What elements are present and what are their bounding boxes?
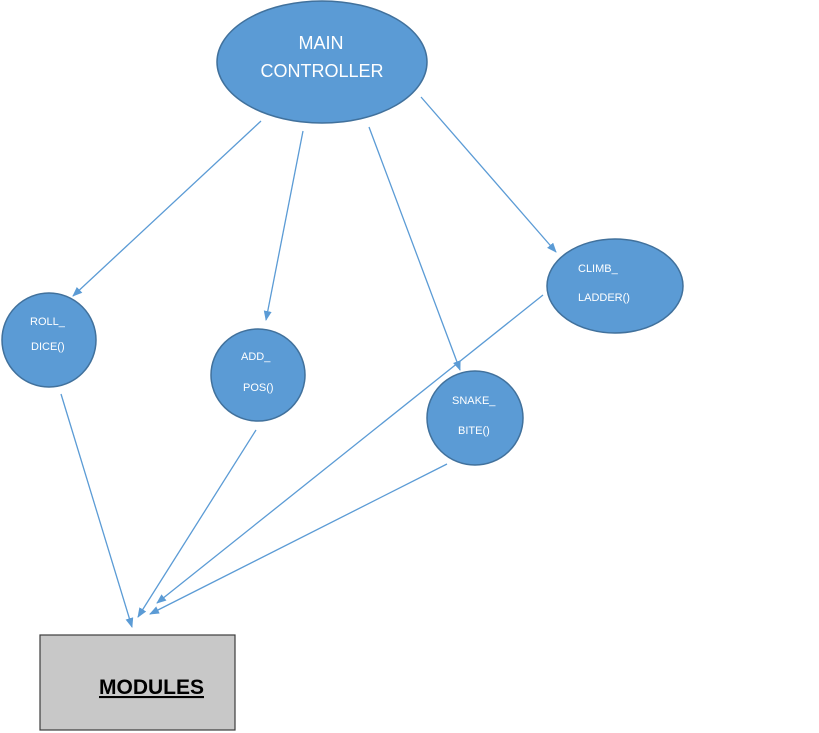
edge-add-pos-to-modules [137,429,257,618]
snake-bite-label-line2: BITE() [458,425,490,437]
edge-snake-bite-to-modules [149,463,448,615]
modules-box: MODULES [39,634,236,731]
edge-main-to-climb-ladder [420,96,557,253]
snake-bite-label-line1: SNAKE_ [452,395,496,407]
roll-dice-shape [1,292,97,388]
roll-dice-label-line2: DICE() [31,341,65,353]
climb-ladder-shape [546,238,684,334]
snake-bite-shape [426,370,524,466]
add-pos-shape [210,328,306,422]
edge-climb-ladder-to-modules [156,294,544,604]
edge-main-to-roll-dice [72,120,262,297]
main-controller-label-line2: CONTROLLER [260,61,383,81]
climb-ladder-node: CLIMB_ LADDER() [546,238,684,334]
main-controller-shape [216,0,428,124]
main-controller-node: MAIN CONTROLLER [216,0,428,124]
modules-box-shape [39,634,236,731]
climb-ladder-label-line1: CLIMB_ [578,263,619,275]
climb-ladder-label-line2: LADDER() [578,292,630,304]
roll-dice-node: ROLL_ DICE() [1,292,97,388]
edge-roll-dice-to-modules [60,393,134,628]
add-pos-node: ADD_ POS() [210,328,306,422]
add-pos-label-line1: ADD_ [241,351,271,363]
edge-main-to-snake-bite [368,126,461,371]
main-controller-label-line1: MAIN [299,33,344,53]
add-pos-label-line2: POS() [243,382,274,394]
edge-main-to-add-pos [263,130,304,321]
snake-bite-node: SNAKE_ BITE() [426,370,524,466]
modules-label: MODULES [99,676,204,699]
roll-dice-label-line1: ROLL_ [30,316,66,328]
